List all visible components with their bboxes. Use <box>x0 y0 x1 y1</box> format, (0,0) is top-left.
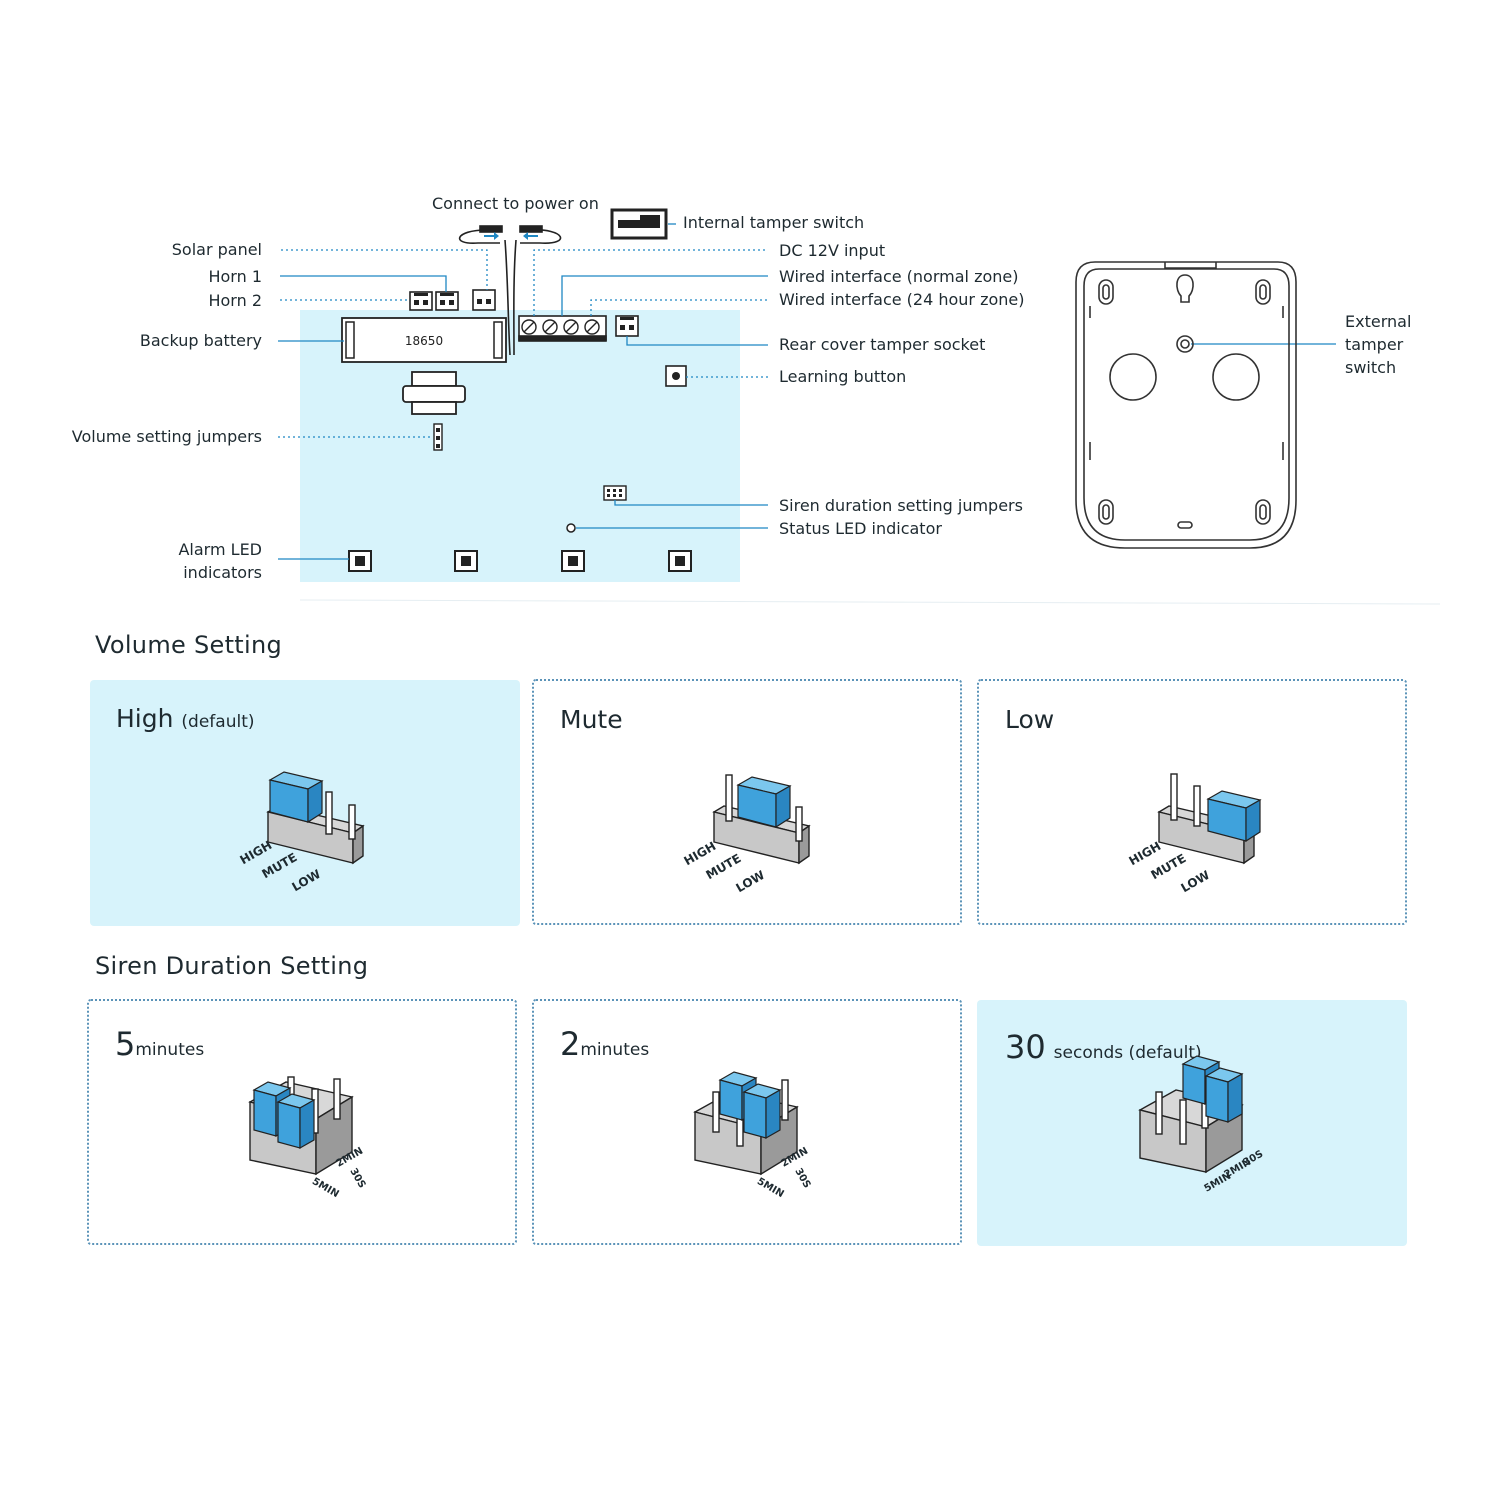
siren-jumper-illustration <box>693 1071 799 1176</box>
card-title: Low <box>1005 705 1055 734</box>
volume-card-mute: Mute HIGH MUTE LOW <box>532 679 962 925</box>
siren-jumper-icon <box>603 485 627 501</box>
callout-lines <box>278 223 1336 560</box>
siren-card-2min: 2minutes 30S 2MIN 5MIN <box>532 999 962 1245</box>
label-volume-jumpers: Volume setting jumpers <box>71 427 262 446</box>
horn-connectors <box>409 289 496 311</box>
card-title: 30 seconds (default) <box>1005 1028 1202 1066</box>
label-horn2: Horn 2 <box>208 291 262 310</box>
wiring-diagram: 18650 <box>278 208 1441 605</box>
siren-card-5min: 5minutes 30S 2MIN 5MIN <box>87 999 517 1245</box>
siren-card-30s: 30 seconds (default) 30S 2MIN 5MIN <box>977 1000 1407 1246</box>
label-external-tamper: External tamper switch <box>1345 312 1412 377</box>
card-title: 2minutes <box>560 1025 650 1063</box>
label-dc-input: DC 12V input <box>779 241 886 260</box>
power-connector <box>458 225 562 356</box>
label-alarm-led: Alarm LED indicators <box>178 540 262 582</box>
label-rear-tamper: Rear cover tamper socket <box>779 335 986 354</box>
label-horn1: Horn 1 <box>208 267 262 286</box>
label-wired-normal: Wired interface (normal zone) <box>779 267 1019 286</box>
label-internal-tamper: Internal tamper switch <box>683 213 865 232</box>
rear-tamper-socket-icon <box>615 315 639 337</box>
card-title: 5minutes <box>115 1025 205 1063</box>
battery-model-text: 18650 <box>405 334 443 348</box>
label-siren-jumpers: Siren duration setting jumpers <box>779 496 1023 515</box>
label-wired-24h: Wired interface (24 hour zone) <box>779 290 1025 309</box>
volume-jumper-illustration <box>266 771 365 865</box>
label-status-led: Status LED indicator <box>779 519 942 538</box>
alarm-led-icons <box>348 550 692 572</box>
volume-card-low: Low HIGH MUTE LOW <box>977 679 1407 925</box>
backup-battery-icon <box>341 317 507 363</box>
transformer-icon <box>402 371 466 415</box>
siren-section-title: Siren Duration Setting <box>95 952 369 980</box>
volume-jumper-illustration <box>712 774 811 865</box>
status-led-icon <box>566 523 576 533</box>
label-connect-power: Connect to power on <box>432 194 599 213</box>
label-backup-battery: Backup battery <box>139 331 262 350</box>
volume-section-title: Volume Setting <box>95 631 283 659</box>
label-learning-button: Learning button <box>779 367 907 386</box>
internal-tamper-switch-icon <box>610 208 668 240</box>
learning-button-icon <box>665 365 687 387</box>
card-title: High (default) <box>116 704 255 733</box>
card-title: Mute <box>560 705 623 734</box>
siren-jumper-illustration <box>1138 1055 1244 1174</box>
siren-jumper-illustration <box>248 1076 354 1176</box>
volume-jumper-illustration <box>1157 773 1262 865</box>
label-solar-panel: Solar panel <box>171 240 262 259</box>
rear-cover-drawing <box>1075 261 1297 549</box>
volume-card-high: High (default) HIGH MUTE LOW <box>90 680 520 926</box>
